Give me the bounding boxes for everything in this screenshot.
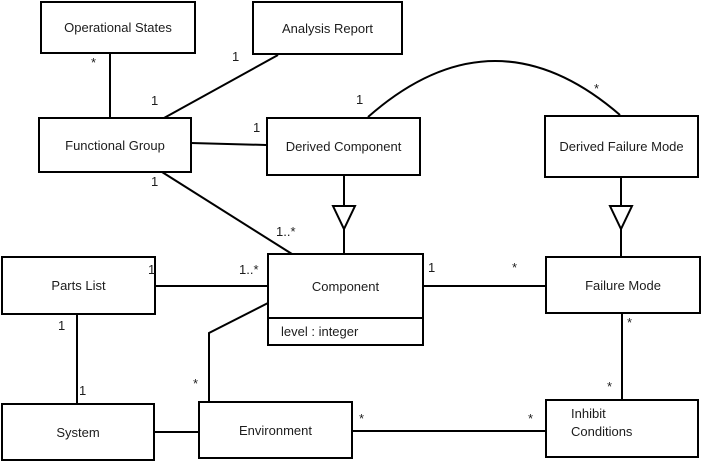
multiplicity-label: * (594, 81, 600, 96)
node-derived-failure-mode: Derived Failure Mode (544, 115, 699, 178)
node-failure-mode: Failure Mode (545, 256, 701, 314)
generalization-derived-component-component (331, 176, 357, 253)
multiplicity-label: 1..* (239, 262, 259, 277)
class-name: Environment (239, 422, 312, 438)
multiplicity-label: 1 (151, 174, 159, 189)
multiplicity-label: * (627, 315, 633, 330)
node-environment: Environment (198, 401, 353, 459)
multiplicity-label: 1 (232, 49, 240, 64)
multiplicity-label: 1 (356, 92, 364, 107)
attribute-text: level : integer (281, 324, 359, 339)
node-functional-group: Functional Group (38, 117, 192, 173)
component-attribute-compartment: level : integer (269, 319, 422, 344)
multiplicity-label: * (91, 55, 97, 70)
class-name: Failure Mode (585, 277, 661, 293)
generalization-triangle-icon (331, 205, 357, 232)
multiplicity-label: 1 (79, 383, 87, 398)
class-name: Derived Component (285, 139, 402, 154)
class-name: System (56, 424, 100, 440)
class-name: Derived Failure Mode (559, 139, 684, 154)
generalization-triangle-icon (608, 205, 634, 232)
multiplicity-label: * (528, 411, 534, 426)
multiplicity-label: 1 (58, 318, 66, 333)
class-name: Parts List (51, 278, 106, 293)
node-component: Component level : integer (267, 253, 424, 346)
node-derived-component: Derived Component (266, 117, 421, 176)
multiplicity-label: * (512, 260, 518, 275)
class-name: Inhibit Conditions (571, 406, 633, 439)
multiplicity-label: 1 (428, 260, 436, 275)
class-name: Operational States (64, 20, 172, 35)
multiplicity-label: 1 (148, 262, 156, 277)
edge-component-environment (208, 302, 269, 401)
multiplicity-label: 1..* (276, 224, 296, 239)
edge-derived-component-derived-failure-mode (367, 60, 621, 118)
node-inhibit-conditions: Inhibit Conditions (545, 399, 699, 458)
multiplicity-label: * (359, 411, 365, 426)
node-operational-states: Operational States (40, 1, 196, 54)
class-name: Component (311, 278, 380, 294)
edge-functional-group-component (161, 171, 293, 255)
edge-functional-group-derived-component (190, 142, 267, 146)
multiplicity-label: * (607, 379, 613, 394)
node-analysis-report: Analysis Report (252, 1, 403, 55)
edge-analysis-report-functional-group (163, 54, 279, 119)
class-name: Analysis Report (281, 20, 374, 36)
component-name-compartment: Component (269, 255, 422, 319)
multiplicity-label: * (193, 376, 199, 391)
generalization-derived-failure-mode-failure-mode (608, 178, 634, 256)
multiplicity-label: 1 (253, 120, 261, 135)
node-system: System (1, 403, 155, 461)
multiplicity-label: 1 (151, 93, 159, 108)
node-parts-list: Parts List (1, 256, 156, 315)
class-name: Functional Group (65, 137, 165, 153)
